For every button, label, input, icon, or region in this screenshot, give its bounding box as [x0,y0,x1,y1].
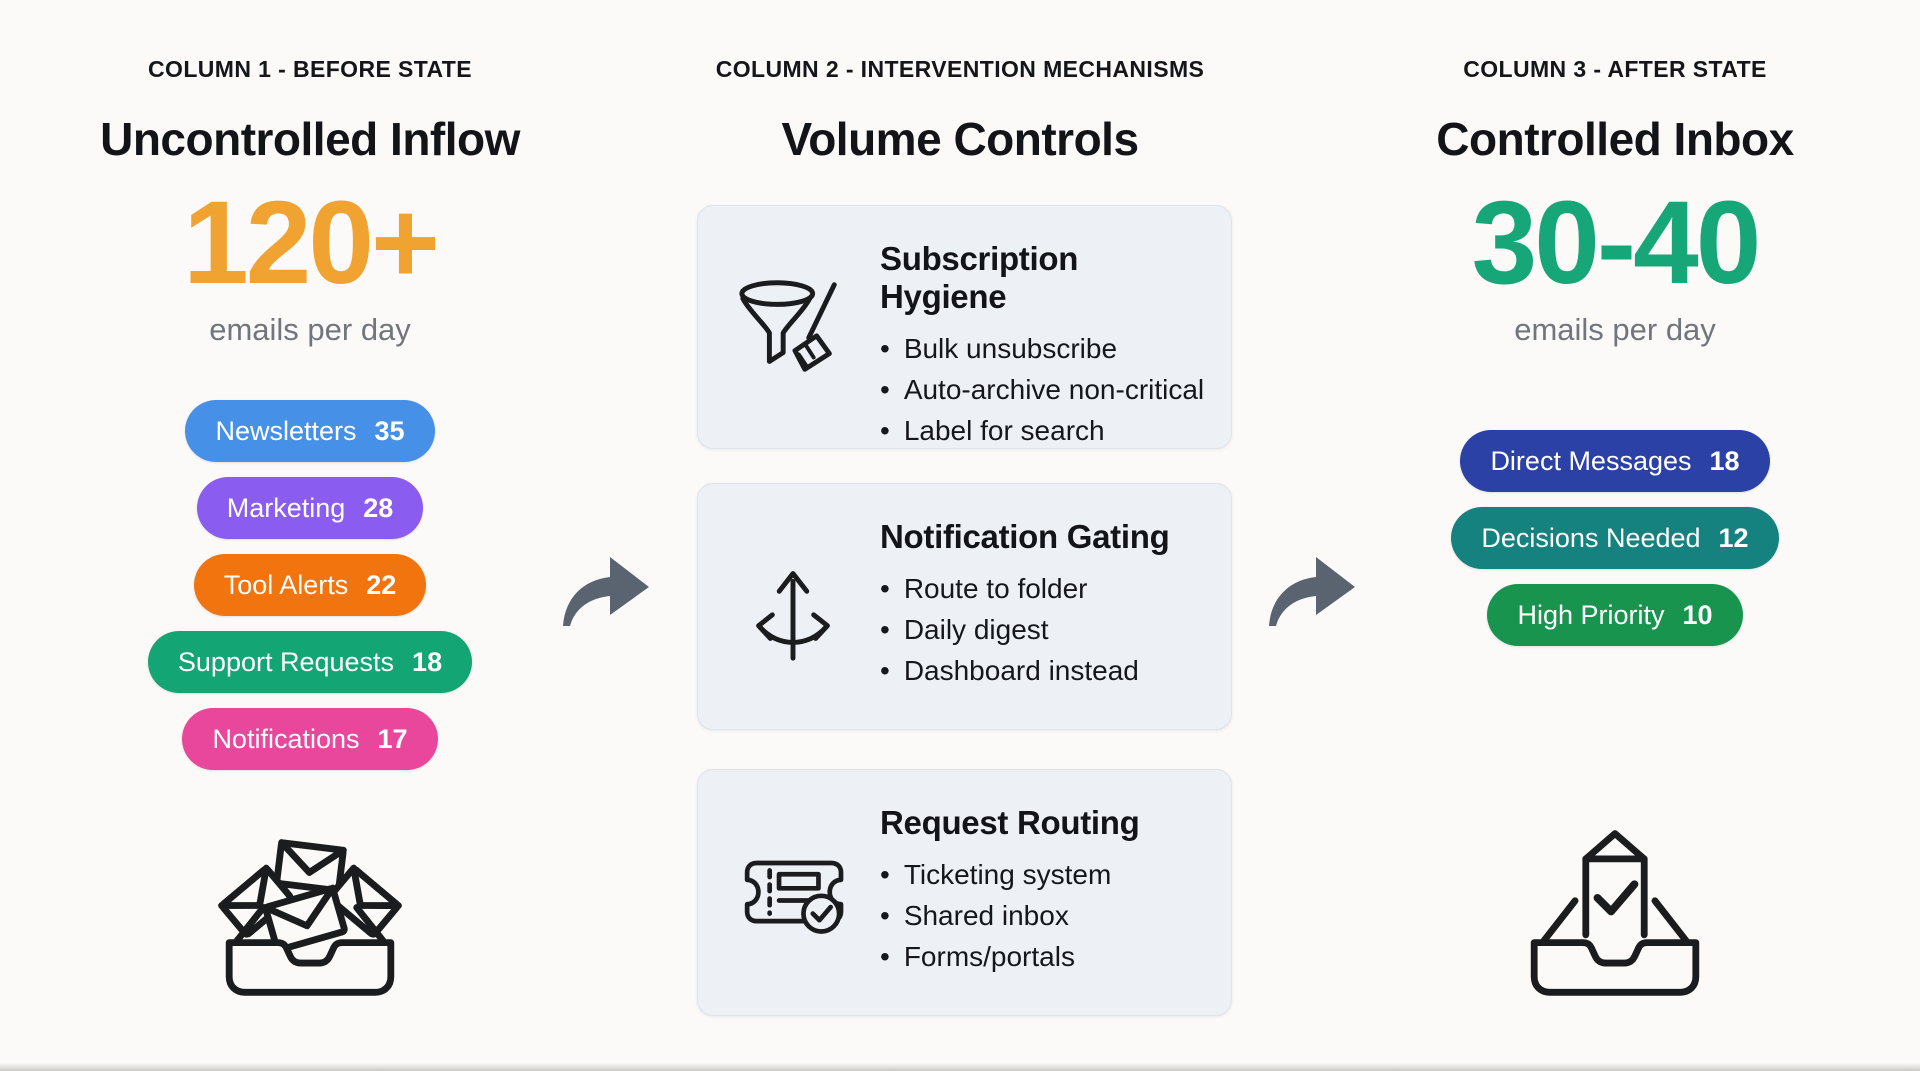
overflowing-inbox-icon [218,839,402,996]
card-title: Notification Gating [880,518,1170,555]
bottom-edge-shadow [0,1063,1920,1071]
pill-count: 22 [366,569,397,600]
column3-title: Controlled Inbox [1436,113,1794,165]
after-metric-caption: emails per day [1514,312,1716,347]
card-body: Subscription Hygiene Bulk unsubscribe Au… [880,240,1211,451]
pill-direct-messages: Direct Messages 18 [1460,430,1770,492]
pill-label: Notifications [212,723,360,754]
bullet-item: Bulk unsubscribe [880,328,1211,369]
column2-title: Volume Controls [781,113,1139,165]
card-body: Notification Gating Route to folder Dail… [880,518,1211,691]
arrow-shape [1269,557,1355,626]
before-metric-caption: emails per day [209,312,411,347]
bullet-item: Forms/portals [880,936,1211,977]
pill-count: 12 [1718,522,1749,553]
pill-tool-alerts: Tool Alerts 22 [193,554,427,616]
arrow-shape [563,557,649,626]
inbox-check-icon [1530,830,1700,996]
pill-label: Direct Messages [1490,445,1692,476]
pill-count: 17 [377,723,408,754]
pill-count: 18 [412,646,443,677]
pill-count: 35 [374,415,405,446]
card-title: Request Routing [880,804,1140,841]
split-arrows-icon [756,570,830,661]
card-bullet-list: Ticketing system Shared inbox Forms/port… [880,854,1211,977]
bullet-item: Route to folder [880,568,1211,609]
bullet-item: Daily digest [880,609,1211,650]
pill-newsletters: Newsletters 35 [185,400,435,462]
pill-label: Marketing [226,492,346,523]
bullet-item: Label for search [880,410,1211,451]
bullet-item: Ticketing system [880,854,1211,895]
pill-notifications: Notifications 17 [182,708,438,770]
column1-kicker: COLUMN 1 - BEFORE STATE [148,56,472,82]
pill-label: Decisions Needed [1481,522,1701,553]
pill-support-requests: Support Requests 18 [147,631,473,693]
pill-count: 28 [363,492,394,523]
pill-decisions-needed: Decisions Needed 12 [1451,507,1779,569]
after-category-pills: Direct Messages 18 Decisions Needed 12 H… [1365,430,1865,646]
card-body: Request Routing Ticketing system Shared … [880,804,1211,977]
pill-label: Tool Alerts [223,569,349,600]
before-category-pills: Newsletters 35 Marketing 28 Tool Alerts … [60,400,560,770]
before-metric-value: 120+ [183,177,440,309]
pill-label: Support Requests [177,646,395,677]
card-subscription-hygiene: Subscription Hygiene Bulk unsubscribe Au… [697,205,1232,449]
card-notification-gating: Notification Gating Route to folder Dail… [697,483,1232,730]
bullet-item: Dashboard instead [880,650,1211,691]
card-bullet-list: Bulk unsubscribe Auto-archive non-critic… [880,328,1211,451]
column2-kicker: COLUMN 2 - INTERVENTION MECHANISMS [715,56,1205,82]
bullet-item: Auto-archive non-critical [880,369,1211,410]
pill-high-priority: High Priority 10 [1487,584,1743,646]
pill-label: High Priority [1517,599,1665,630]
bullet-item: Shared inbox [880,895,1211,936]
pill-count: 10 [1682,599,1713,630]
ticket-check-icon [744,860,844,934]
card-request-routing: Request Routing Ticketing system Shared … [697,769,1232,1016]
funnel-broom-icon [739,280,837,372]
flow-arrow-icon [563,557,649,626]
pill-label: Newsletters [215,415,357,446]
pill-marketing: Marketing 28 [196,477,424,539]
after-metric-value: 30-40 [1471,177,1762,309]
pill-count: 18 [1709,445,1740,476]
flow-arrow-icon [1269,557,1355,626]
card-bullet-list: Route to folder Daily digest Dashboard i… [880,568,1211,691]
card-title: Subscription Hygiene [880,240,1079,315]
column3-kicker: COLUMN 3 - AFTER STATE [1463,56,1767,82]
column1-title: Uncontrolled Inflow [100,113,520,165]
